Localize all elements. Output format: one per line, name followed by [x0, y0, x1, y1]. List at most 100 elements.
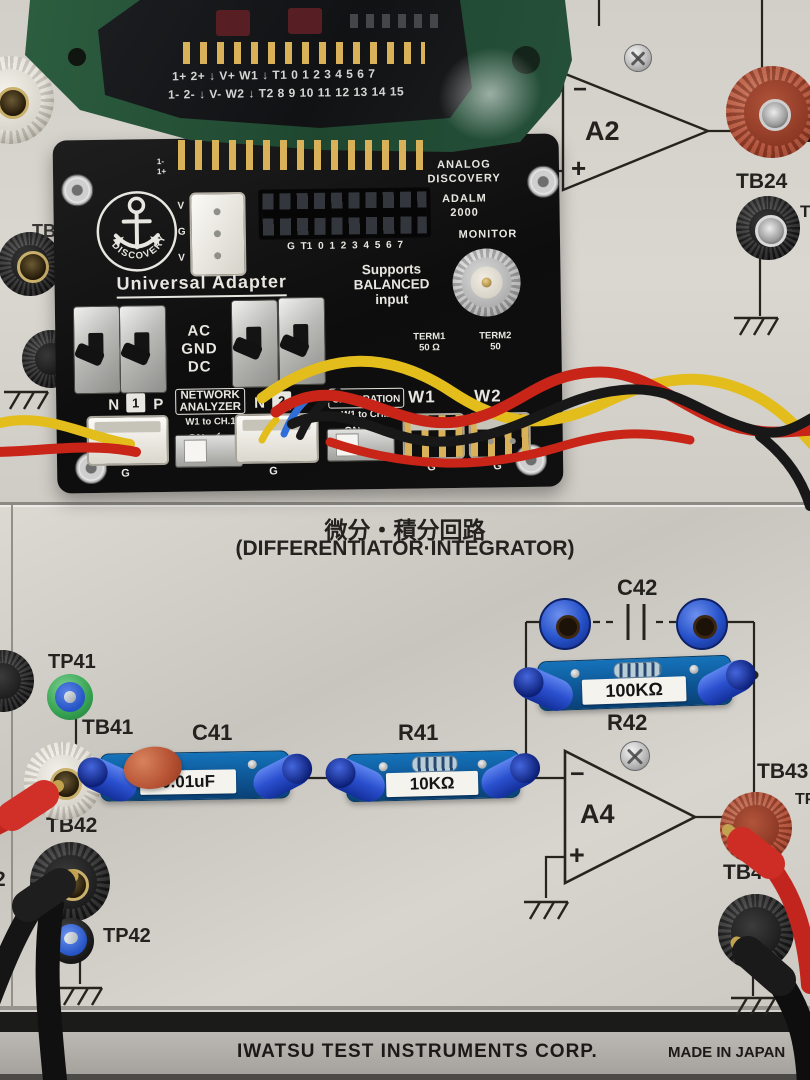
n1-n-label: N [108, 396, 120, 414]
n1-number-box: 1 [126, 393, 146, 413]
network-analyzer-switch[interactable] [174, 433, 244, 468]
tb44-post[interactable] [718, 894, 794, 970]
panel-screw-a4 [620, 741, 650, 771]
tp41-test-point[interactable] [47, 674, 93, 720]
calibration-line1: CALIBRATION [332, 393, 401, 406]
c41-label: C41 [192, 720, 233, 745]
monitor-label: MONITOR [458, 228, 518, 241]
monitor-bnc-connector[interactable] [452, 248, 522, 317]
term2-value: 50 [490, 341, 501, 353]
breakout-header-labels: G T1 0 1 2 3 4 5 6 7 [287, 239, 404, 253]
resistor-module-r42[interactable]: 100KΩ [510, 646, 760, 724]
r41-value-label: 10KΩ [385, 770, 479, 798]
tp24-partial-label: T [800, 202, 810, 221]
n2-n-label: N [254, 394, 266, 412]
tb43-label: TB43 [757, 760, 809, 783]
left-edge-partial-label: 2 [0, 868, 6, 892]
device-pin-row-lower [178, 140, 428, 170]
calibration-switch[interactable] [326, 427, 396, 462]
coupling-gnd-label: GND [181, 340, 218, 358]
coupling-switch-1[interactable] [72, 305, 122, 395]
w2-label: W2 [474, 386, 502, 406]
tp42-test-point[interactable] [48, 918, 94, 964]
term2-label: TERM2 [479, 330, 512, 342]
device-pin-row-upper [183, 42, 425, 64]
r41-label: R41 [398, 720, 439, 745]
opamp-a2-minus: − [573, 76, 588, 103]
n1-p-label: P [153, 396, 164, 414]
tb44-label: TB44 [723, 861, 775, 884]
device-name-line3: ADALM [441, 192, 487, 206]
n2-connector[interactable] [234, 412, 320, 465]
w2-connector[interactable] [468, 411, 532, 459]
capacitor-module-c41[interactable]: 0.01uF [74, 742, 316, 814]
panel-title-en: (DIFFERENTIATOR·INTEGRATOR) [235, 537, 575, 560]
w1-label: W1 [408, 387, 436, 407]
tb24-post[interactable] [736, 196, 800, 260]
r42-resistor [613, 661, 662, 679]
device-pin-labels-top: 1+ 2+ ↓ V+ W1 ↓ T1 0 1 2 3 4 5 6 7 [171, 66, 376, 84]
term1-value: 50 Ω [418, 342, 440, 354]
balanced-input-connector[interactable] [189, 191, 247, 277]
jst-pin-label-v1: V [177, 200, 185, 212]
r41-resistor [411, 755, 458, 773]
a2-output-red-post[interactable] [726, 66, 810, 158]
n2-ground-label: G [269, 465, 278, 478]
tb43-red-post[interactable] [720, 792, 792, 864]
panel-bottom-edge [0, 1006, 810, 1010]
chassis-black-bar [0, 1012, 810, 1032]
device-name-line2: DISCOVERY [427, 172, 501, 186]
panel-seam-highlight [0, 505, 810, 507]
device-name-line4: 2000 [450, 206, 479, 220]
w1-connector[interactable] [402, 412, 466, 460]
opamp-a4-minus: − [570, 760, 585, 788]
breakout-header[interactable] [258, 187, 431, 240]
panel-seam-horizontal [0, 502, 810, 505]
network-line2: ANALYZER [179, 400, 242, 414]
manufacturer-text: IWATSU TEST INSTRUMENTS CORP. [237, 1041, 598, 1062]
chassis-bottom-shadow [0, 1074, 810, 1080]
opamp-a4-label: A4 [580, 799, 615, 829]
pin-micro-label-2: 1+ [156, 166, 167, 177]
coupling-dc-label: DC [187, 358, 212, 376]
tb24-label: TB24 [736, 170, 788, 193]
device-relay-2 [288, 8, 322, 34]
opamp-a2-label: A2 [585, 116, 620, 146]
jst-pin-label-g: G [177, 226, 186, 238]
term1-label: TERM1 [413, 331, 446, 343]
tb41-label: TB41 [82, 716, 134, 739]
r42-label: R42 [607, 710, 648, 735]
tb42-post[interactable] [30, 842, 110, 922]
panel-screw-top [624, 44, 652, 72]
n1-connector[interactable] [86, 414, 170, 467]
c42-right-jack[interactable] [676, 598, 728, 650]
w1-ground-label: G [427, 461, 436, 474]
jst-pin-label-v2: V [178, 252, 185, 264]
coupling-switch-2[interactable] [118, 304, 168, 394]
n1-ground-label: G [121, 467, 130, 480]
network-line1: NETWORK [180, 388, 240, 402]
supports-line2: BALANCED [353, 276, 430, 293]
ground-symbols [4, 316, 780, 1016]
panel-seam-vertical [11, 505, 13, 1008]
device-smd-row [350, 14, 440, 28]
tp41-label: TP41 [48, 651, 96, 673]
c42-label: C42 [617, 575, 658, 600]
tp42-label: TP42 [103, 925, 151, 947]
device-screw-hole-left [68, 48, 86, 66]
pin-micro-label-1: 1- [156, 156, 165, 167]
c42-left-jack[interactable] [539, 598, 591, 650]
w2-ground-label: G [493, 460, 502, 473]
supports-line1: Supports [361, 261, 422, 278]
device-relay-1 [216, 10, 250, 36]
tp43-partial-label: TP [795, 791, 810, 808]
universal-adapter-board: DISCOVERY 1- 1+ V G V G T1 0 1 2 3 4 5 6… [52, 133, 564, 494]
made-in-japan-text: MADE IN JAPAN [668, 1044, 786, 1061]
calibration-line2: W1 to CH.2 [341, 408, 392, 421]
coupling-switch-3[interactable] [230, 299, 280, 389]
resistor-module-r41[interactable]: 10KΩ [322, 741, 544, 814]
n2-number-box: 2 [272, 391, 292, 411]
left-edge-black-post-1[interactable] [0, 232, 62, 296]
coupling-switch-4[interactable] [277, 296, 326, 386]
